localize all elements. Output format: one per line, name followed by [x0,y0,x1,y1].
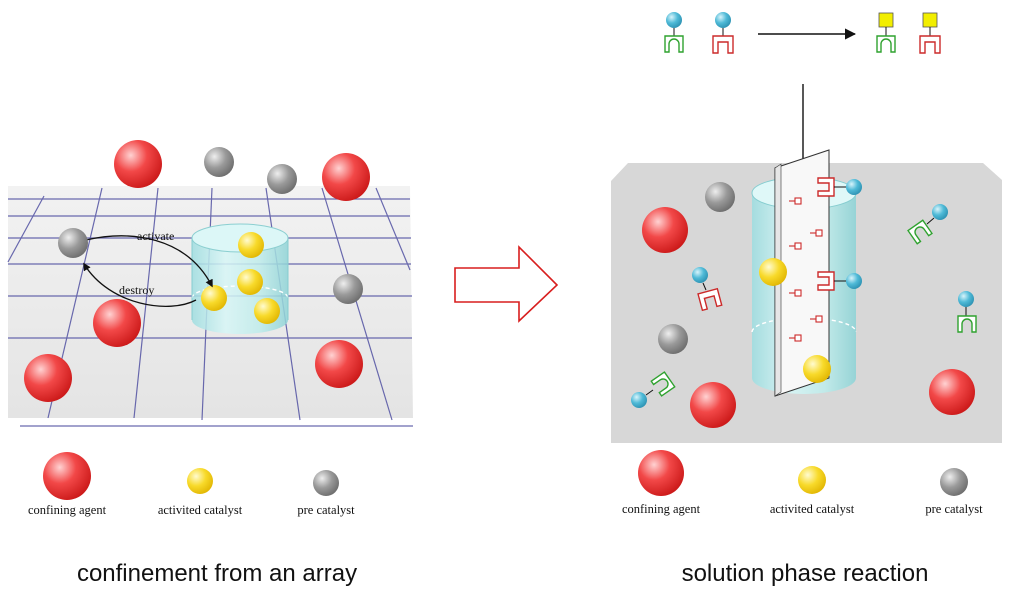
substrate-ball [958,291,974,307]
green-receptor-icon [664,35,684,53]
legend-label-confining-agent: confining agent [621,502,701,516]
red-receptor-icon [919,35,941,54]
red-receptor-icon [697,287,723,312]
product-square [878,12,894,28]
substrate-ball [631,392,647,408]
legend-confining-agent-swatch [43,452,91,500]
legend-label-pre-catalyst: pre catalyst [297,503,355,517]
substrate-ball [846,179,862,195]
transition-arrow [454,245,559,323]
green-receptor-icon [650,371,676,397]
legend-label-activated-catalyst: activited catalyst [769,502,855,516]
plate-bound-receptor [817,177,862,197]
activated-catalyst [803,355,831,383]
substrate-ball [932,204,948,220]
left-legend [43,452,339,500]
substrate-ball [715,12,731,28]
activated-catalyst [254,298,280,324]
left-caption: confinement from an array [76,560,358,587]
confining-agent [690,382,736,428]
legend-label-confining-agent: confining agent [27,503,107,517]
pre-catalyst [658,324,688,354]
legend-label-activated-catalyst: activited catalyst [157,503,243,517]
pre-catalyst [333,274,363,304]
substrate-green-complex [664,12,684,53]
legend-label-pre-catalyst: pre catalyst [925,502,983,516]
pre-catalyst [267,164,297,194]
green-receptor-icon [957,315,977,333]
confining-agent [642,207,688,253]
confining-agent [315,340,363,388]
green-receptor-icon [907,219,933,245]
activate-arrow [85,235,213,288]
red-receptor-icon [817,271,835,291]
activated-catalyst [237,269,263,295]
product-square [922,12,938,28]
confining-agent [929,369,975,415]
solution-scene [611,84,1002,443]
left-array-scene [7,140,413,427]
legend-pre-catalyst-swatch [313,470,339,496]
confining-agent [24,354,72,402]
destroy-arrow [83,262,197,307]
right-legend [638,450,968,496]
substrate-red-complex [712,12,734,54]
confining-agent [114,140,162,188]
legend-pre-catalyst-swatch [940,468,968,496]
confining-agent [322,153,370,201]
pre-catalyst [705,182,735,212]
substrate-ball [846,273,862,289]
activated-catalyst [238,232,264,258]
pre-catalyst [58,228,88,258]
substrate-ball [692,267,708,283]
destroy-label: destroy [119,283,155,297]
substrate-ball [666,12,682,28]
product-red-complex [919,12,941,54]
free-red-complex [692,267,723,312]
green-receptor-icon [876,35,896,53]
legend-activated-catalyst-swatch [187,468,213,494]
product-green-complex [876,12,896,53]
legend-confining-agent-swatch [638,450,684,496]
free-green-complex [957,291,977,333]
activated-catalyst [759,258,787,286]
plate-binding-sites [789,197,823,342]
legend-activated-catalyst-swatch [798,466,826,494]
pre-catalyst [204,147,234,177]
red-receptor-icon [712,35,734,54]
free-green-complex [907,204,948,245]
confining-agent [93,299,141,347]
plate-bound-receptor [817,271,862,291]
activated-catalyst [201,285,227,311]
right-caption: solution phase reaction [681,560,929,587]
red-receptor-icon [817,177,835,197]
free-green-complex [631,371,676,408]
reaction-scheme [664,12,941,54]
activate-label: activate [137,229,175,243]
